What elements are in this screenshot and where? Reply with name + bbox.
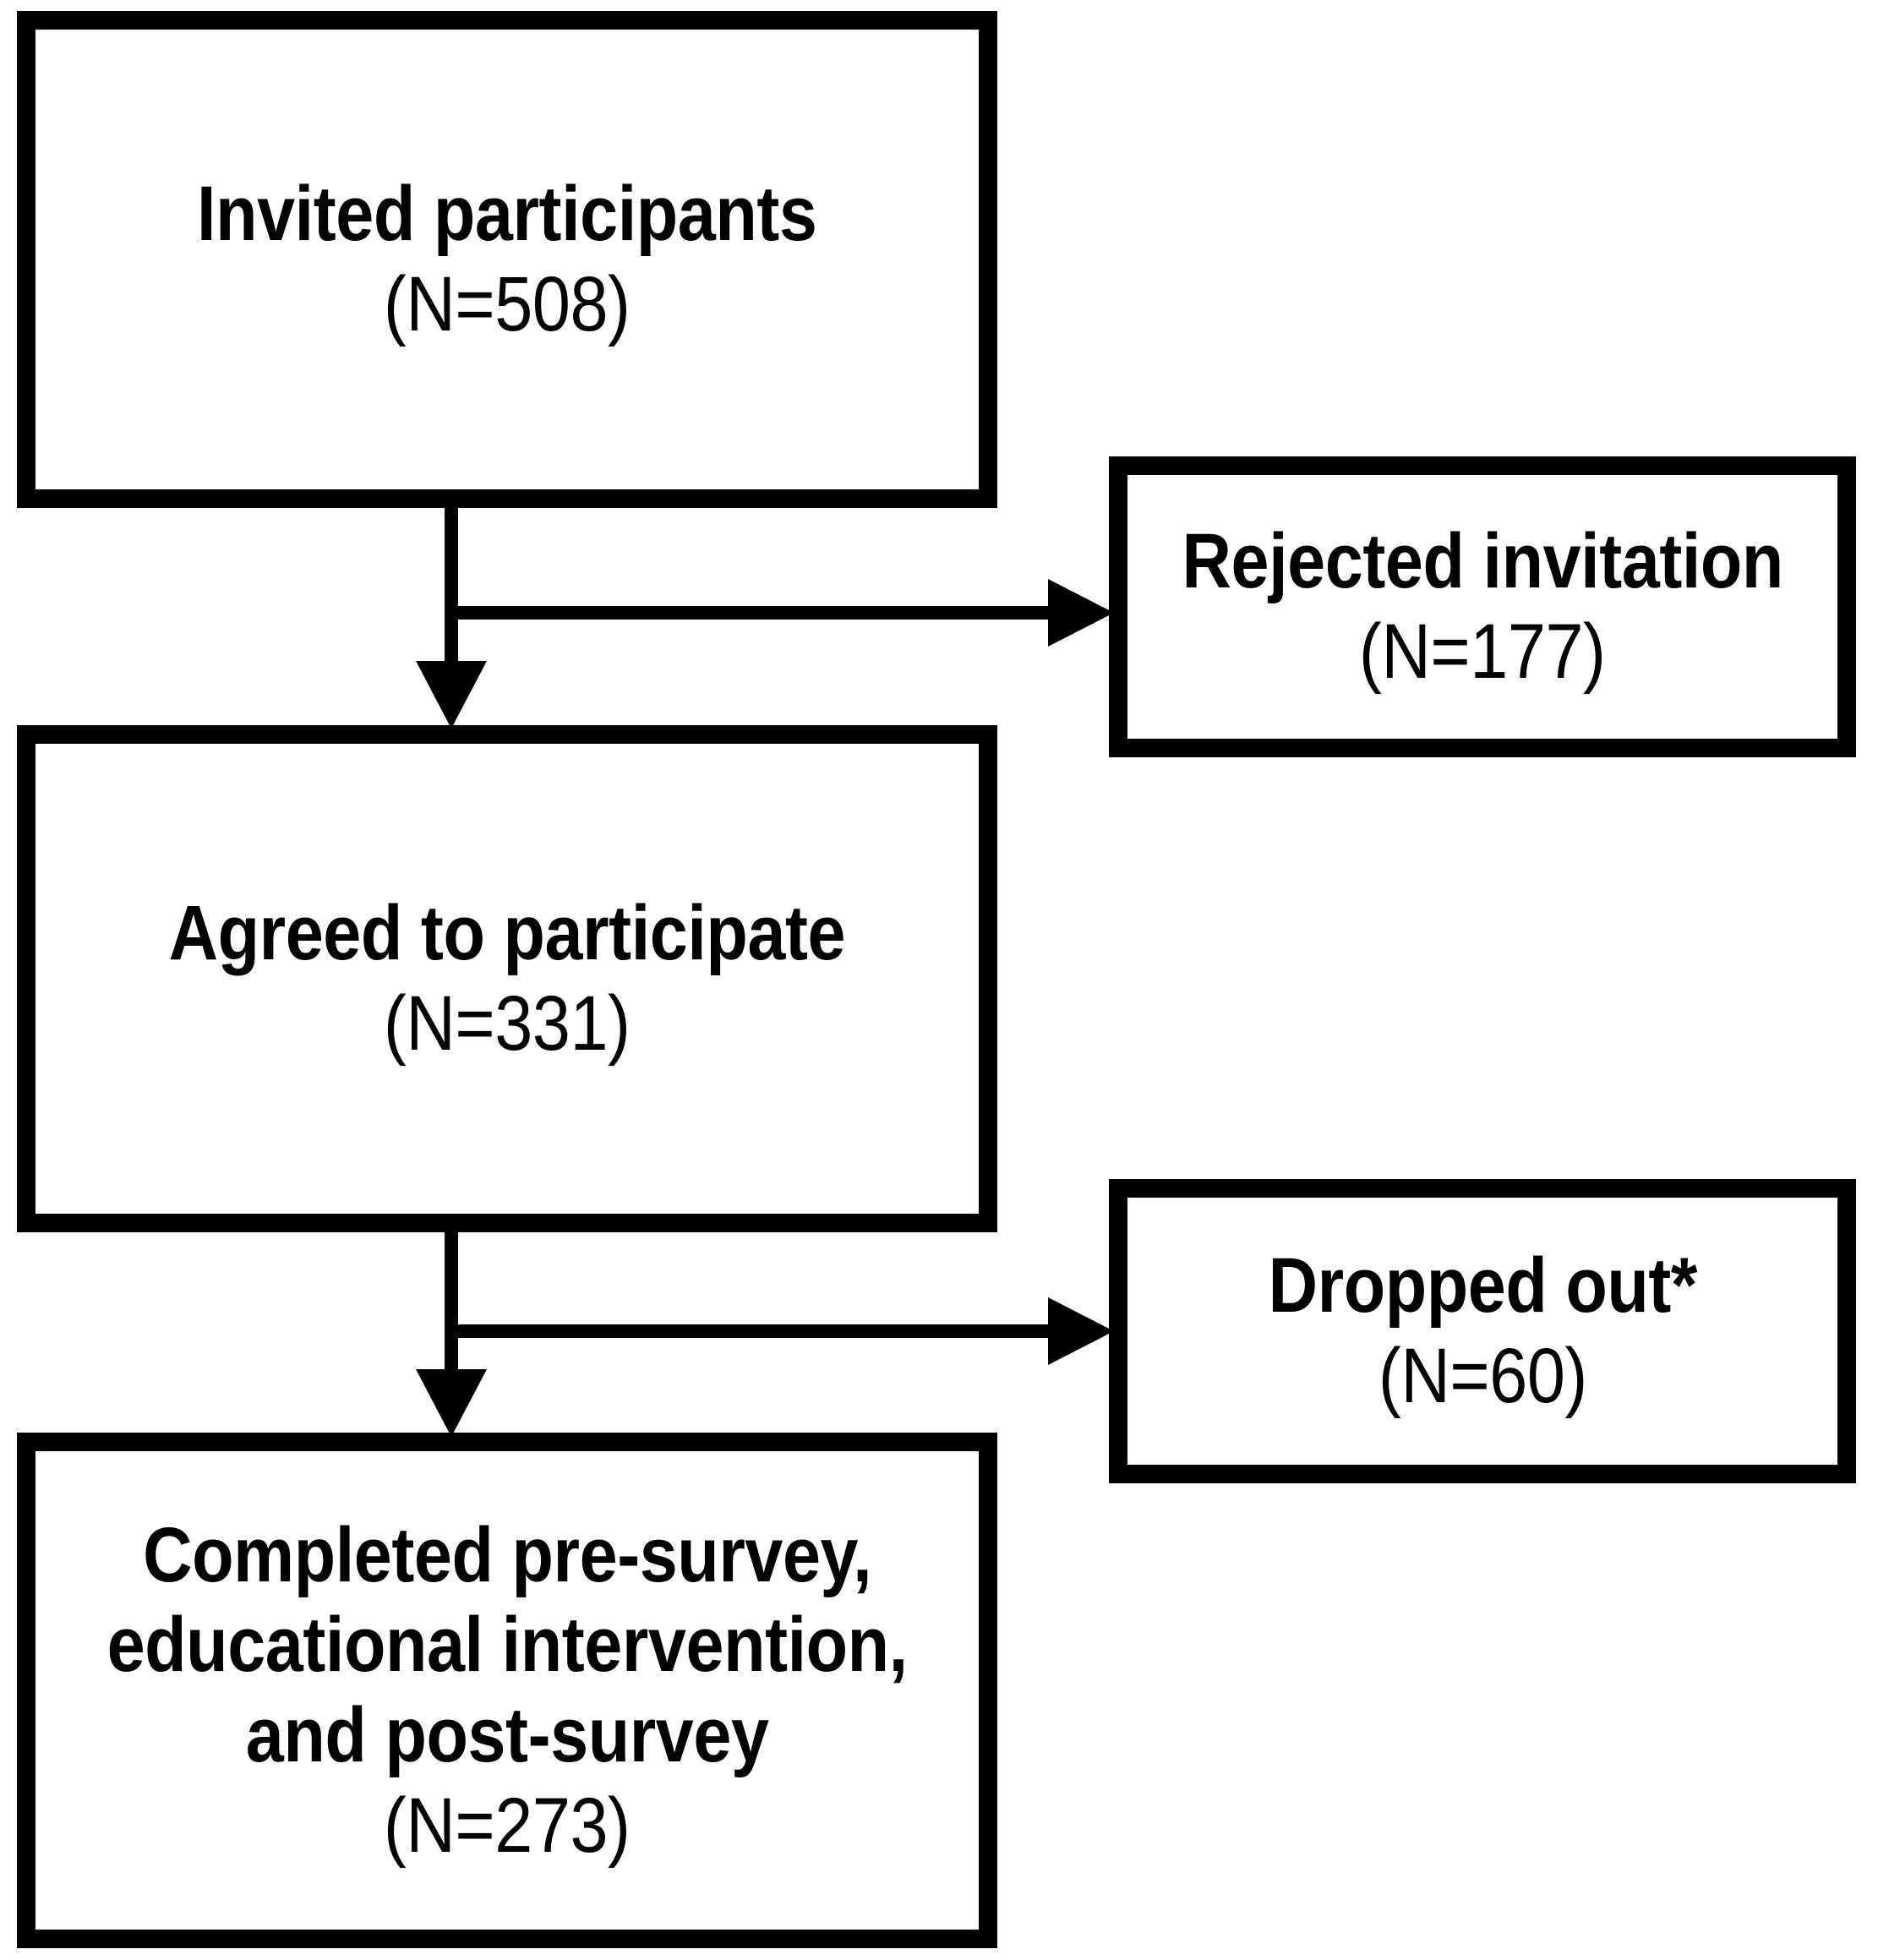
node-agreed-to-participate-count: (N=331) <box>384 980 631 1067</box>
node-rejected-invitation-count: (N=177) <box>1359 609 1606 695</box>
edge-invited-rejected <box>451 579 1114 647</box>
node-completed-surveys-count: (N=273) <box>384 1782 631 1869</box>
node-invited-participants-label: Invited participants <box>197 171 817 258</box>
node-invited-participants-count: (N=508) <box>384 261 631 347</box>
node-agreed-to-participate-label: Agreed to participate <box>168 890 846 977</box>
node-rejected-invitation-label: Rejected invitation <box>1182 518 1783 605</box>
node-completed-surveys: Completed pre-survey, educational interv… <box>17 1433 997 1948</box>
edge-agreed-dropped <box>451 1297 1114 1365</box>
node-rejected-invitation: Rejected invitation (N=177) <box>1109 456 1856 757</box>
node-agreed-to-participate: Agreed to participate (N=331) <box>17 725 997 1232</box>
edge-agreed-completed <box>416 1232 487 1437</box>
node-dropped-out-label: Dropped out* <box>1268 1242 1697 1329</box>
node-completed-surveys-label: Completed pre-survey, educational interv… <box>106 1511 908 1778</box>
node-dropped-out: Dropped out* (N=60) <box>1109 1179 1856 1483</box>
edge-invited-agreed <box>416 507 487 729</box>
node-dropped-out-count: (N=60) <box>1378 1333 1587 1419</box>
node-invited-participants: Invited participants (N=508) <box>17 11 997 508</box>
